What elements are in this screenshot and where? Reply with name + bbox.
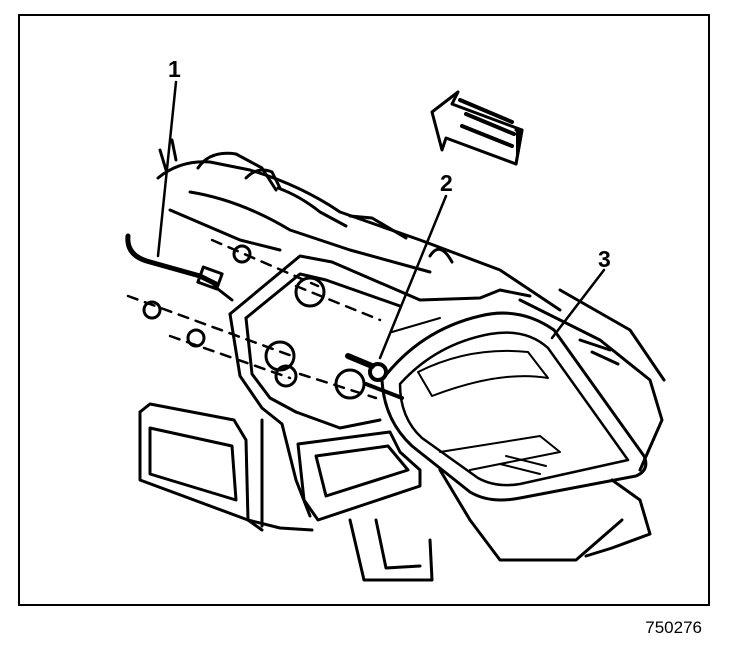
- callout-1: 1: [168, 56, 181, 82]
- dash-carrier-outline: [156, 138, 562, 312]
- direction-arrow-icon: [430, 90, 524, 166]
- illustration-frame: [18, 14, 710, 606]
- callout-3: 3: [598, 246, 611, 272]
- case-cover: [380, 311, 648, 502]
- wiring-harness: [125, 233, 234, 302]
- nut-icons: [142, 244, 252, 348]
- lower-duct: [296, 430, 652, 582]
- left-housing: [138, 254, 532, 532]
- callout-leaders: [156, 80, 606, 360]
- evaporator-case: [518, 288, 666, 472]
- fastener-screw: [345, 317, 441, 400]
- callout-2: 2: [440, 170, 453, 196]
- figure-number: 750276: [645, 618, 702, 637]
